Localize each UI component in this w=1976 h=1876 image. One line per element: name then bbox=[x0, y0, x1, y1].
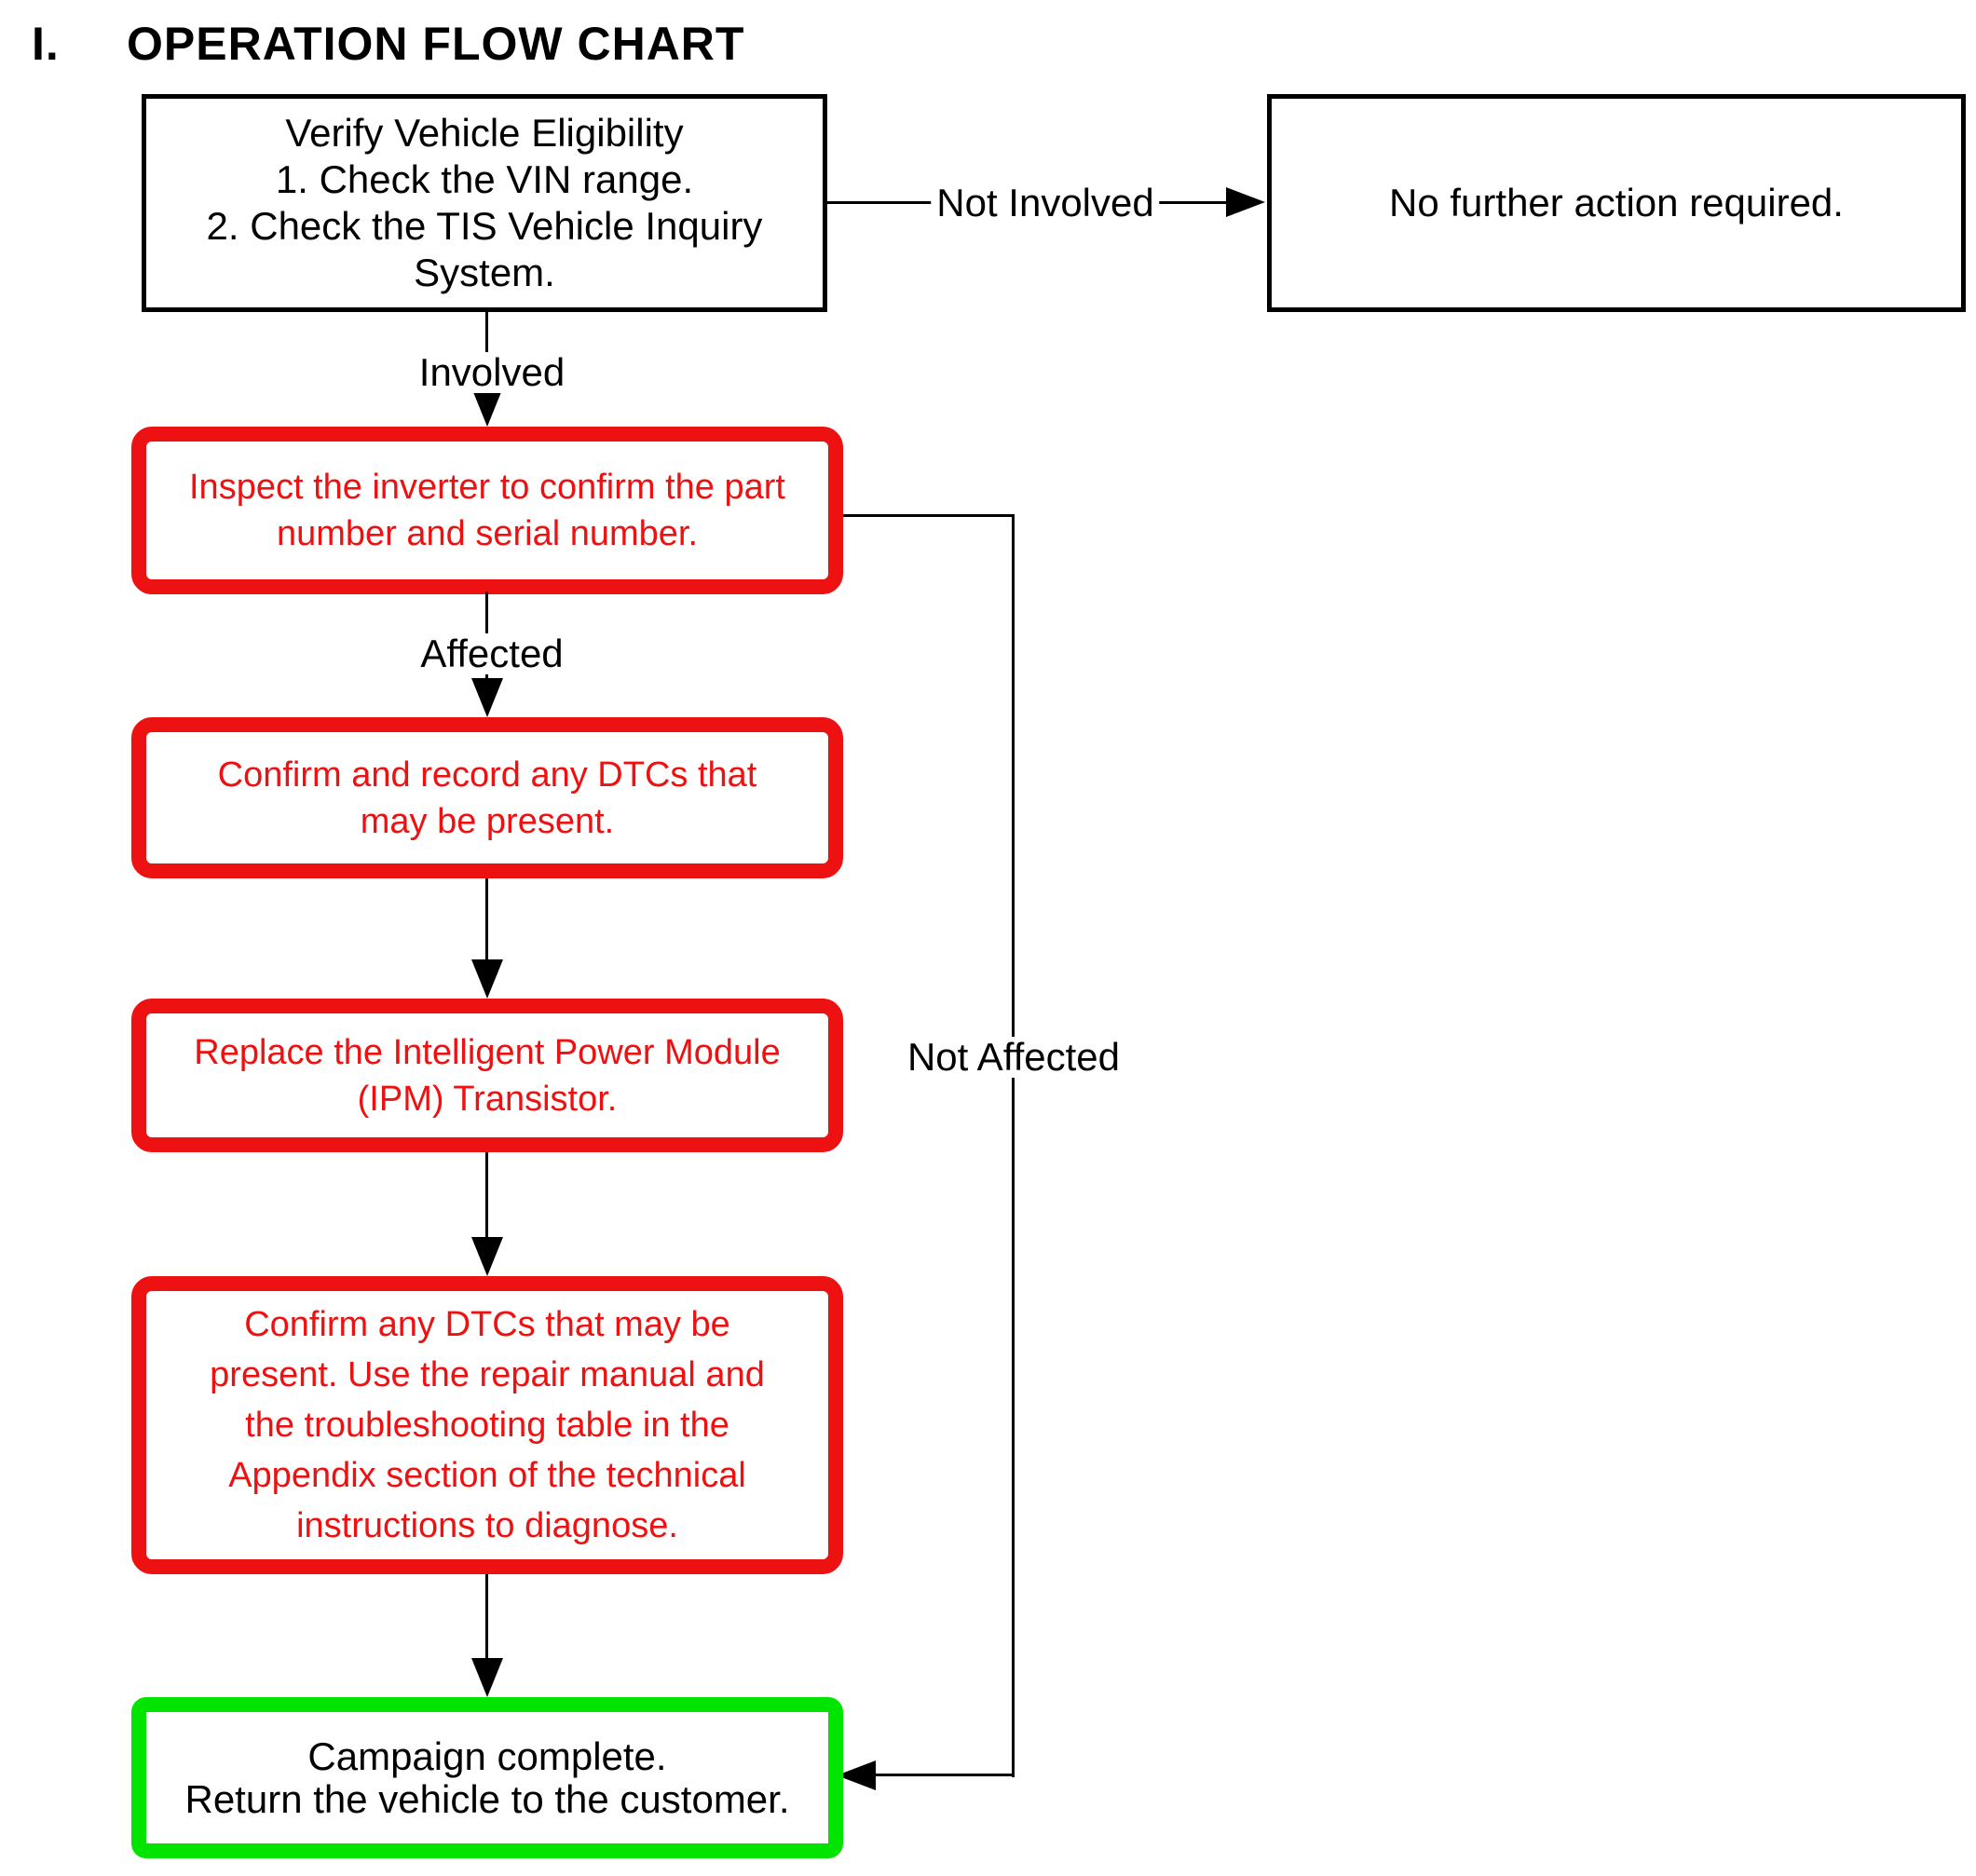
flow-box-campaign-complete: Campaign complete. Return the vehicle to… bbox=[131, 1697, 843, 1858]
confirm-diagnose-line: Confirm any DTCs that may be bbox=[244, 1305, 730, 1344]
flow-box-verify-eligibility: Verify Vehicle Eligibility 1. Check the … bbox=[142, 94, 827, 312]
branch-line-not-affected-top bbox=[843, 514, 1015, 517]
campaign-complete-line: Return the vehicle to the customer. bbox=[184, 1776, 790, 1821]
arrowhead-down-icon bbox=[471, 959, 503, 999]
branch-line-not-affected-vertical bbox=[1012, 514, 1015, 1777]
title-numeral: I. bbox=[32, 18, 60, 70]
arrowhead-left-icon bbox=[837, 1760, 876, 1790]
campaign-complete-line: Campaign complete. bbox=[307, 1733, 667, 1778]
arrowhead-down-icon bbox=[471, 678, 503, 717]
branch-line-not-affected-bottom bbox=[870, 1774, 1015, 1776]
replace-ipm-line: (IPM) Transistor. bbox=[357, 1079, 618, 1119]
flow-box-inspect-inverter: Inspect the inverter to confirm the part… bbox=[131, 427, 843, 594]
edge-label-affected: Affected bbox=[415, 633, 569, 674]
confirm-diagnose-line: present. Use the repair manual and bbox=[210, 1355, 765, 1394]
arrowhead-down-icon bbox=[471, 387, 503, 427]
edge-label-not-affected: Not Affected bbox=[901, 1037, 1126, 1078]
title-text: OPERATION FLOW CHART bbox=[127, 18, 745, 70]
no-action-text: No further action required. bbox=[1389, 181, 1844, 224]
confirm-diagnose-line: the troubleshooting table in the bbox=[245, 1406, 729, 1445]
flow-box-confirm-record-dtcs: Confirm and record any DTCs that may be … bbox=[131, 717, 843, 878]
verify-line: 2. Check the TIS Vehicle Inquiry bbox=[206, 204, 763, 248]
page-title: I. OPERATION FLOW CHART bbox=[32, 17, 744, 71]
flow-box-confirm-diagnose: Confirm any DTCs that may be present. Us… bbox=[131, 1276, 843, 1574]
confirm-record-line: Confirm and record any DTCs that bbox=[217, 754, 757, 795]
inspect-line: Inspect the inverter to confirm the part bbox=[189, 468, 785, 507]
edge-label-not-involved: Not Involved bbox=[931, 183, 1160, 224]
confirm-diagnose-line: Appendix section of the technical bbox=[228, 1456, 746, 1495]
edge-label-involved: Involved bbox=[413, 352, 571, 393]
connector-line bbox=[485, 1574, 488, 1660]
inspect-line: number and serial number. bbox=[276, 514, 699, 553]
verify-line: System. bbox=[414, 251, 555, 294]
arrowhead-down-icon bbox=[471, 1658, 503, 1697]
replace-ipm-line: Replace the Intelligent Power Module bbox=[194, 1032, 781, 1072]
confirm-diagnose-line: instructions to diagnose. bbox=[296, 1506, 678, 1545]
verify-line: 1. Check the VIN range. bbox=[275, 157, 694, 201]
arrowhead-down-icon bbox=[471, 1237, 503, 1276]
connector-line bbox=[485, 878, 488, 964]
verify-line: Verify Vehicle Eligibility bbox=[285, 111, 684, 155]
flow-box-replace-ipm: Replace the Intelligent Power Module (IP… bbox=[131, 999, 843, 1152]
flow-box-no-action: No further action required. bbox=[1267, 94, 1966, 312]
arrowhead-right-icon bbox=[1226, 187, 1265, 217]
confirm-record-line: may be present. bbox=[360, 801, 615, 841]
connector-line bbox=[485, 1152, 488, 1241]
